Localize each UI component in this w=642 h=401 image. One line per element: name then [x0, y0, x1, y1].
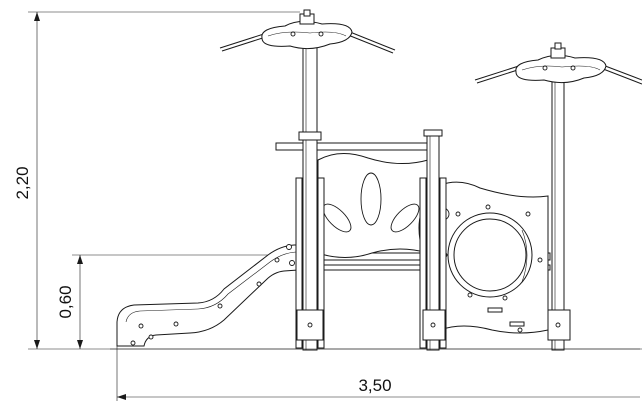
left-tall-post	[295, 44, 325, 351]
left-roof-umbrella	[219, 9, 396, 54]
slide	[116, 244, 299, 347]
dimension-label-total-width: 3,50	[358, 376, 391, 395]
dimension-total-width: 3,50	[116, 337, 640, 401]
center-panel	[317, 153, 429, 258]
middle-post	[419, 129, 447, 351]
dimension-slide-height: 0,60	[56, 254, 295, 349]
dimension-label-slide-height: 0,60	[56, 285, 75, 318]
dimension-label-total-height: 2,20	[13, 166, 32, 199]
right-tall-post	[547, 79, 571, 351]
right-roof-umbrella	[474, 42, 642, 85]
